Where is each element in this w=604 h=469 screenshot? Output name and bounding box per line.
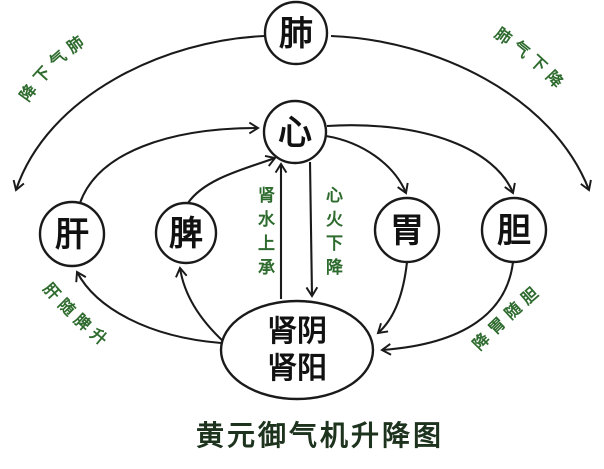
arrow-kidney-to-spleen	[175, 266, 225, 343]
arrow-kidney-to-liver	[75, 270, 222, 345]
arrow-gallbladder-to-kidney	[380, 261, 515, 356]
node-gallbladder-circle	[480, 196, 548, 264]
arrow-heart-to-stomach	[325, 134, 409, 195]
node-liver-circle	[38, 200, 106, 268]
arrow-lung-descend-right	[330, 34, 592, 192]
node-liver-label: 肝	[55, 215, 89, 255]
label-lung-qi-left: 降下气肺	[16, 29, 93, 105]
label-liver-follows-spleen: 肝随脾升	[39, 279, 115, 353]
node-spleen-label: 脾	[169, 214, 203, 254]
node-stomach-circle	[373, 196, 441, 264]
arrow-stomach-to-kidney	[376, 261, 409, 335]
node-kidney-label-line1: 肾阴	[267, 314, 327, 349]
arrow-liver-to-heart	[79, 121, 260, 204]
label-lung-qi-right: 肺气下降	[491, 24, 571, 96]
arrow-heart-fire-down	[305, 161, 319, 298]
label-gallbladder-follows-stomach: 降胃随胆	[469, 280, 546, 354]
arrow-spleen-to-heart	[187, 154, 277, 204]
node-heart-circle	[262, 99, 328, 165]
node-spleen-circle	[154, 201, 218, 265]
label-heart-fire-descends: 心火下降	[322, 186, 342, 282]
node-kidney-label-line2: 肾阳	[267, 351, 327, 386]
arrow-heart-to-gallbladder	[326, 124, 516, 195]
node-lung-circle	[263, 0, 329, 66]
arrow-lung-descend-left	[12, 34, 266, 192]
diagram-caption: 黄元御气机升降图	[195, 419, 444, 452]
node-heart-label: 心	[278, 113, 312, 153]
node-stomach-label: 胃	[390, 211, 424, 251]
node-gallbladder-label: 胆	[497, 211, 531, 251]
node-lung-label: 肺	[279, 14, 313, 54]
node-kidney-ellipse	[219, 299, 375, 401]
label-kidney-water-ascends: 肾水上承	[254, 186, 274, 282]
